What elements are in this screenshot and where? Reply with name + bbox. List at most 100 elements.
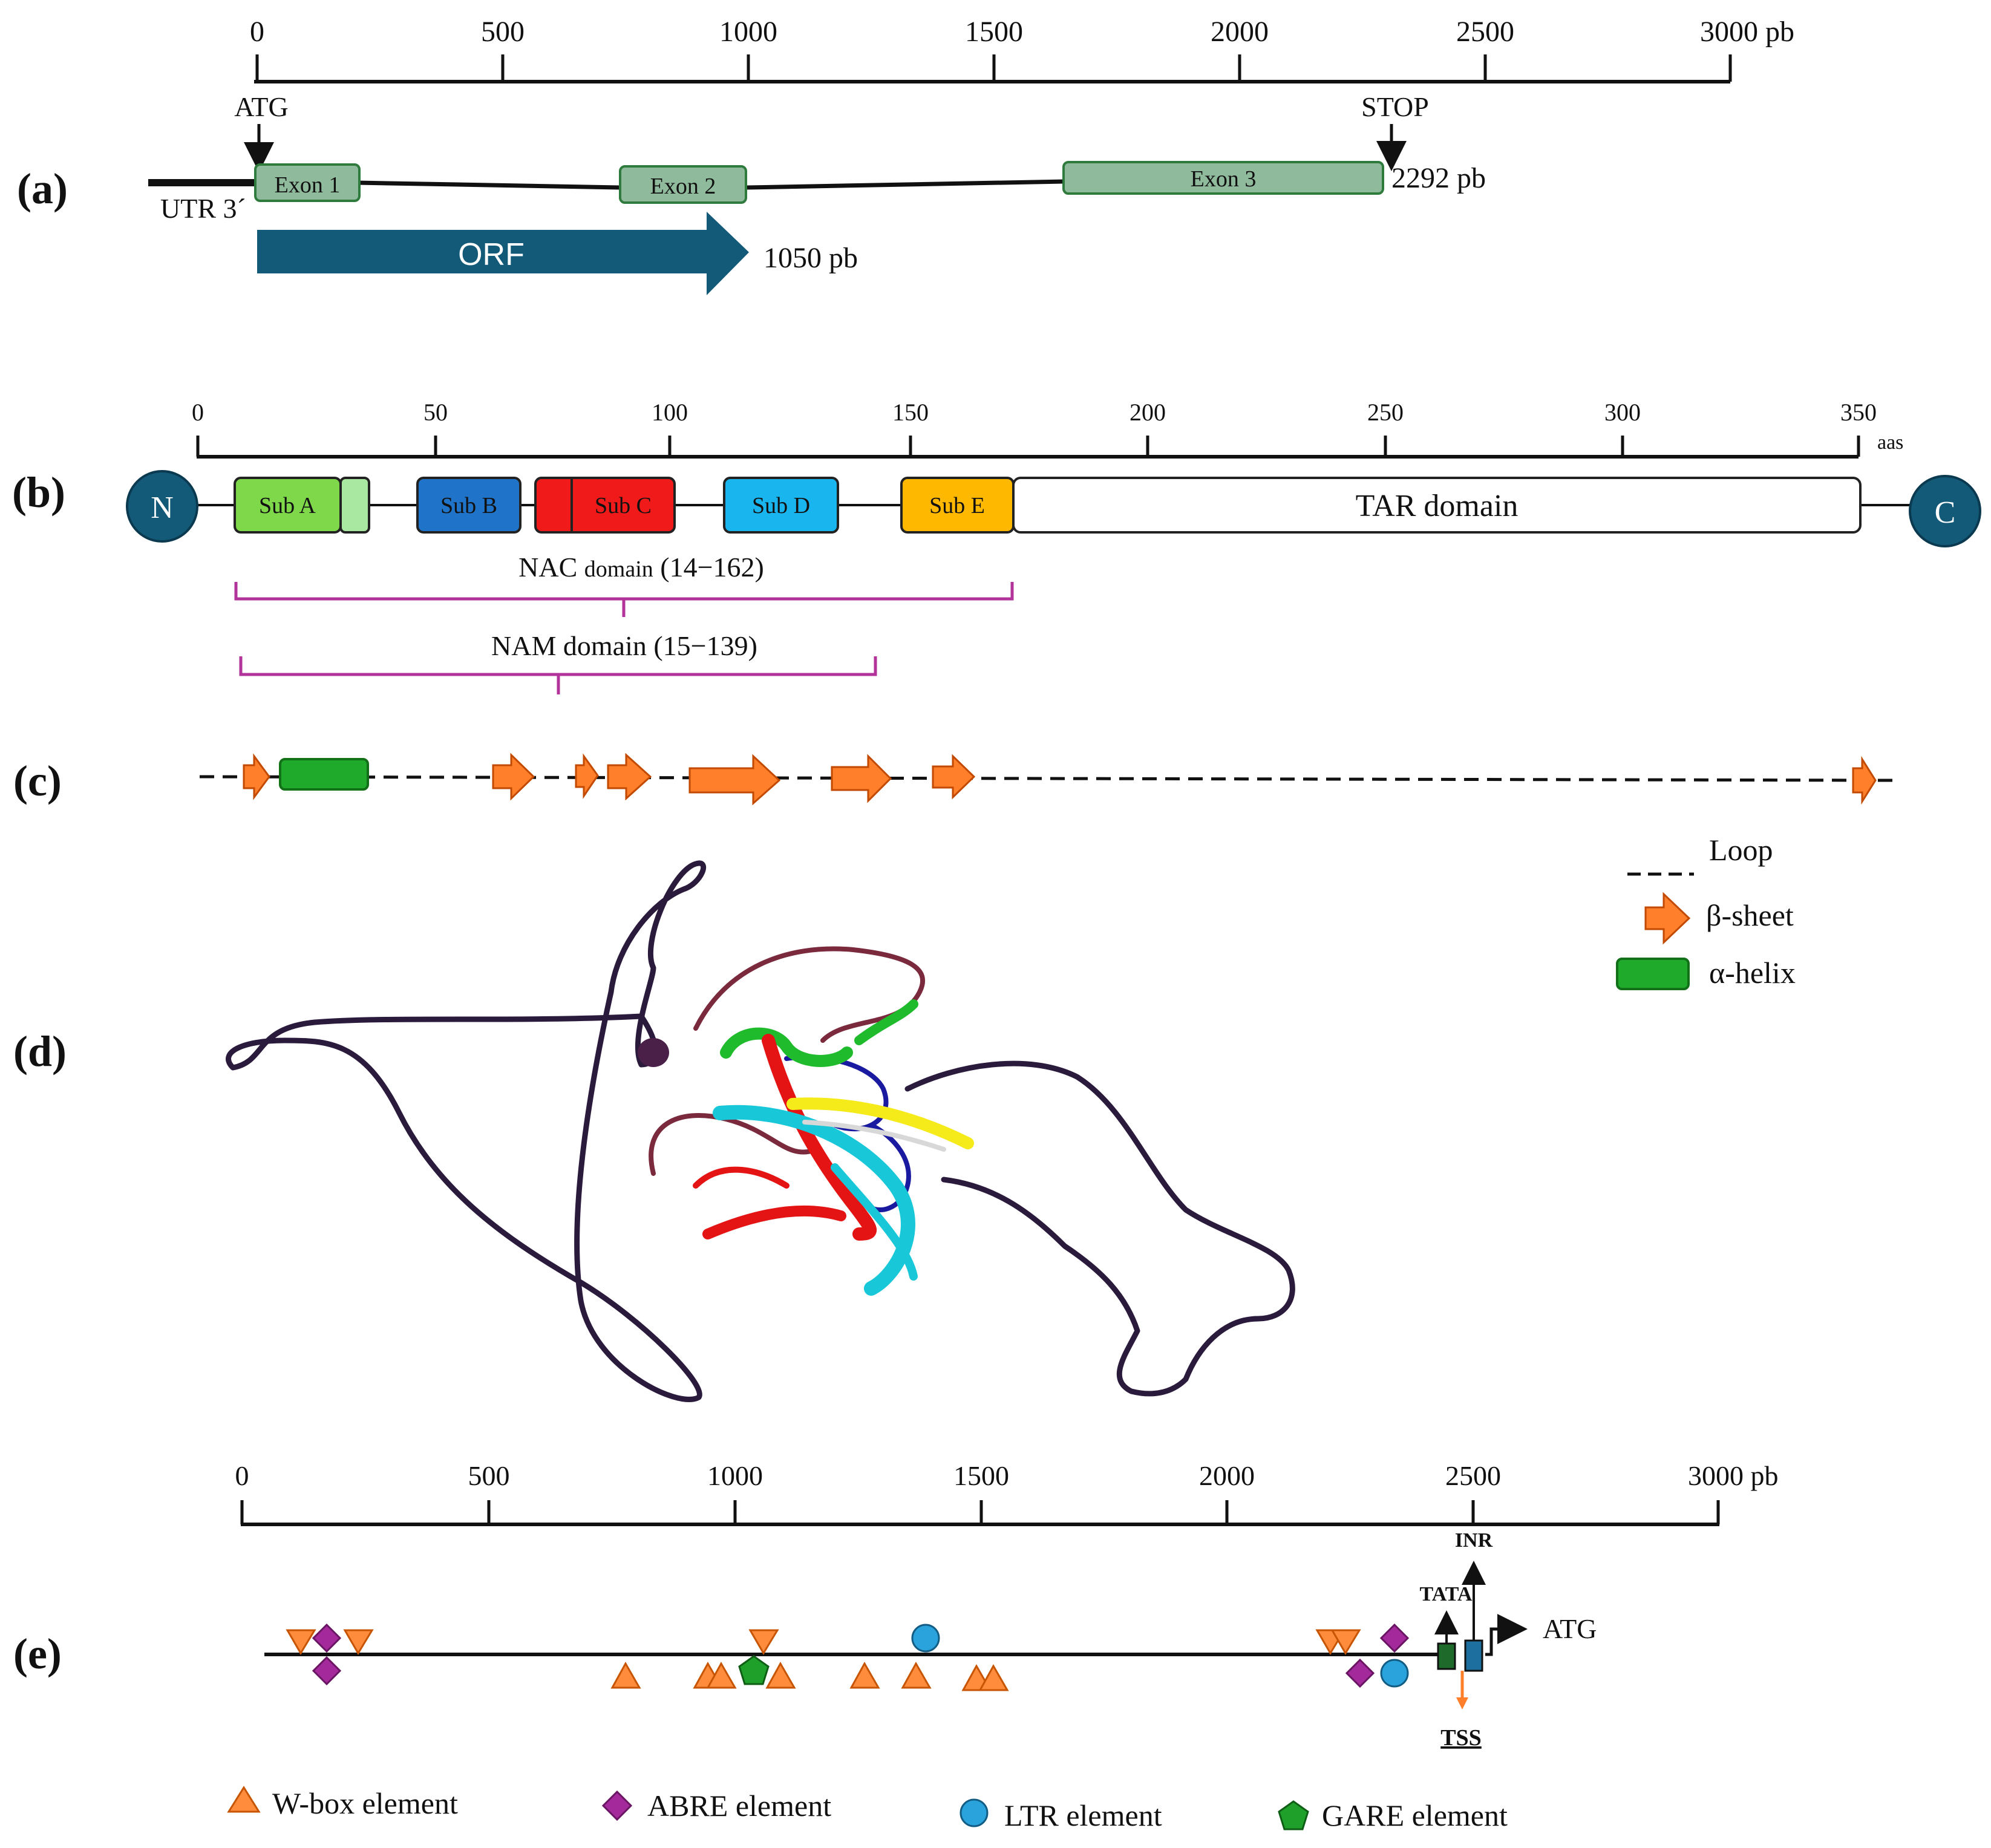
exon-1-label: Exon 1: [275, 172, 341, 198]
protein-scale-bar: 0 50 100 150 200 250 300 350 aas: [192, 399, 1903, 459]
promoter-tick-0: 0: [235, 1460, 249, 1491]
protein-tick-350: 350: [1840, 399, 1877, 426]
legend-alpha-label: α-helix: [1709, 956, 1796, 990]
legend-ltr-label: LTR element: [1004, 1798, 1162, 1832]
sub-a-label: Sub A: [259, 493, 316, 518]
gare-element: [738, 1655, 770, 1685]
wbox-element: [901, 1661, 932, 1689]
atg-transcription-arrow: [1485, 1614, 1528, 1656]
panel-b-label: (b): [12, 468, 65, 517]
subdomain-b: Sub B: [416, 477, 521, 534]
exon-3-label: Exon 3: [1191, 166, 1257, 192]
ltr-element: [911, 1624, 940, 1653]
promoter-tick-3000: 3000 pb: [1688, 1460, 1779, 1491]
sub-e-label: Sub E: [929, 493, 985, 518]
abre-element: [312, 1623, 342, 1653]
tss-label: TSS: [1440, 1725, 1482, 1751]
protein-tick-150: 150: [892, 399, 929, 426]
beta-strand-7: [932, 754, 976, 800]
n-terminal: N: [126, 470, 198, 543]
gene-scale-bar: 0 500 1000 1500 2000 2500 3000 pb: [250, 16, 1794, 83]
utr-label: UTR 3´: [160, 193, 246, 224]
inr-box: INR: [1455, 1529, 1493, 1672]
beta-strand-3: [575, 753, 599, 799]
abre-element: [1379, 1623, 1410, 1653]
gene-tick-1500: 1500: [965, 16, 1023, 48]
tar-domain: TAR domain: [1012, 477, 1862, 534]
orf-length-label: 1050 pb: [763, 242, 858, 274]
exon-2: Exon 2: [619, 165, 747, 204]
stop-label: STOP: [1361, 91, 1429, 122]
beta-strand-8: [1852, 756, 1877, 805]
ltr-element: [1380, 1659, 1409, 1688]
c-terminal-label: C: [1935, 495, 1956, 530]
gene-tick-0: 0: [250, 16, 264, 48]
gene-tick-3000: 3000 pb: [1700, 16, 1794, 48]
protein-scale-unit: aas: [1877, 431, 1903, 454]
legend-gare-label: GARE element: [1322, 1798, 1508, 1832]
intron-2-line: [747, 179, 1065, 190]
legend-ltr-swatch: [960, 1798, 989, 1827]
legend-loop-label: Loop: [1709, 833, 1773, 867]
panel-e-label: (e): [13, 1630, 62, 1678]
wbox-element: [706, 1661, 737, 1689]
loop-line: [199, 775, 1894, 782]
promoter-legend: W-box element ABRE element LTR element G…: [227, 1786, 1508, 1832]
promoter-tick-500: 500: [468, 1460, 510, 1491]
wbox-element: [748, 1629, 779, 1655]
beta-strand-4: [607, 753, 652, 801]
gene-length-label: 2292 pb: [1391, 162, 1486, 194]
nam-domain-bracket: NAM domain (15−139): [239, 630, 877, 694]
legend-abre-label: ABRE element: [647, 1789, 831, 1823]
promoter-tick-1000: 1000: [707, 1460, 763, 1491]
panel-a-label: (a): [17, 165, 68, 213]
wbox-element: [849, 1661, 880, 1689]
protein-tick-50: 50: [423, 399, 448, 426]
legend-gare-swatch: [1278, 1800, 1309, 1830]
secondary-structure-legend: Loop β-sheet α-helix: [1616, 833, 1796, 990]
gene-tick-2500: 2500: [1456, 16, 1514, 48]
sub-b-label: Sub B: [440, 493, 497, 518]
beta-strand-5: [688, 754, 781, 806]
protein-tick-100: 100: [652, 399, 688, 426]
alpha-helix-1: [279, 758, 369, 791]
protein-tick-300: 300: [1604, 399, 1641, 426]
wbox-element: [286, 1629, 316, 1655]
wbox-element: [343, 1629, 374, 1655]
nam-domain-label: NAM domain (15−139): [491, 630, 757, 661]
legend-alpha-swatch: [1616, 958, 1690, 990]
legend-beta-swatch: [1644, 892, 1691, 945]
nac-domain-label: NAC domain (14−162): [518, 552, 764, 583]
promoter-atg-label: ATG: [1543, 1613, 1597, 1644]
protein-tick-200: 200: [1130, 399, 1166, 426]
protein-tick-0: 0: [192, 399, 204, 426]
exon-2-label: Exon 2: [650, 174, 716, 199]
legend-abre-swatch: [601, 1790, 633, 1821]
sub-d-label: Sub D: [752, 493, 810, 518]
orf-label: ORF: [458, 237, 525, 272]
tata-box: TATA: [1420, 1583, 1473, 1670]
gene-tick-1000: 1000: [719, 16, 777, 48]
gene-tick-500: 500: [481, 16, 525, 48]
orf-arrow: ORF: [257, 212, 749, 295]
legend-wbox-label: W-box element: [272, 1786, 458, 1820]
wbox-element: [765, 1661, 796, 1689]
tar-domain-label: TAR domain: [1356, 489, 1519, 523]
wbox-element: [610, 1661, 641, 1689]
legend-wbox-swatch: [227, 1786, 261, 1813]
promoter-scale-bar: 0 500 1000 1500 2000 2500 3000 pb: [235, 1460, 1779, 1526]
subdomain-e: Sub E: [900, 477, 1015, 534]
beta-strand-6: [831, 754, 892, 803]
n-terminal-label: N: [151, 491, 174, 525]
promoter-tick-2000: 2000: [1199, 1460, 1255, 1491]
atg-label: ATG: [234, 91, 288, 122]
legend-beta-label: β-sheet: [1706, 898, 1794, 932]
inr-label: INR: [1455, 1529, 1493, 1552]
nac-domain-bracket: NAC domain (14−162): [234, 552, 1014, 617]
subdomain-c: Sub C: [534, 477, 676, 534]
protein-tick-250: 250: [1367, 399, 1404, 426]
promoter-tick-2500: 2500: [1445, 1460, 1501, 1491]
exon-1: Exon 1: [254, 163, 361, 202]
protein-3d-model: [226, 860, 1295, 1402]
c-terminal: C: [1909, 475, 1981, 547]
